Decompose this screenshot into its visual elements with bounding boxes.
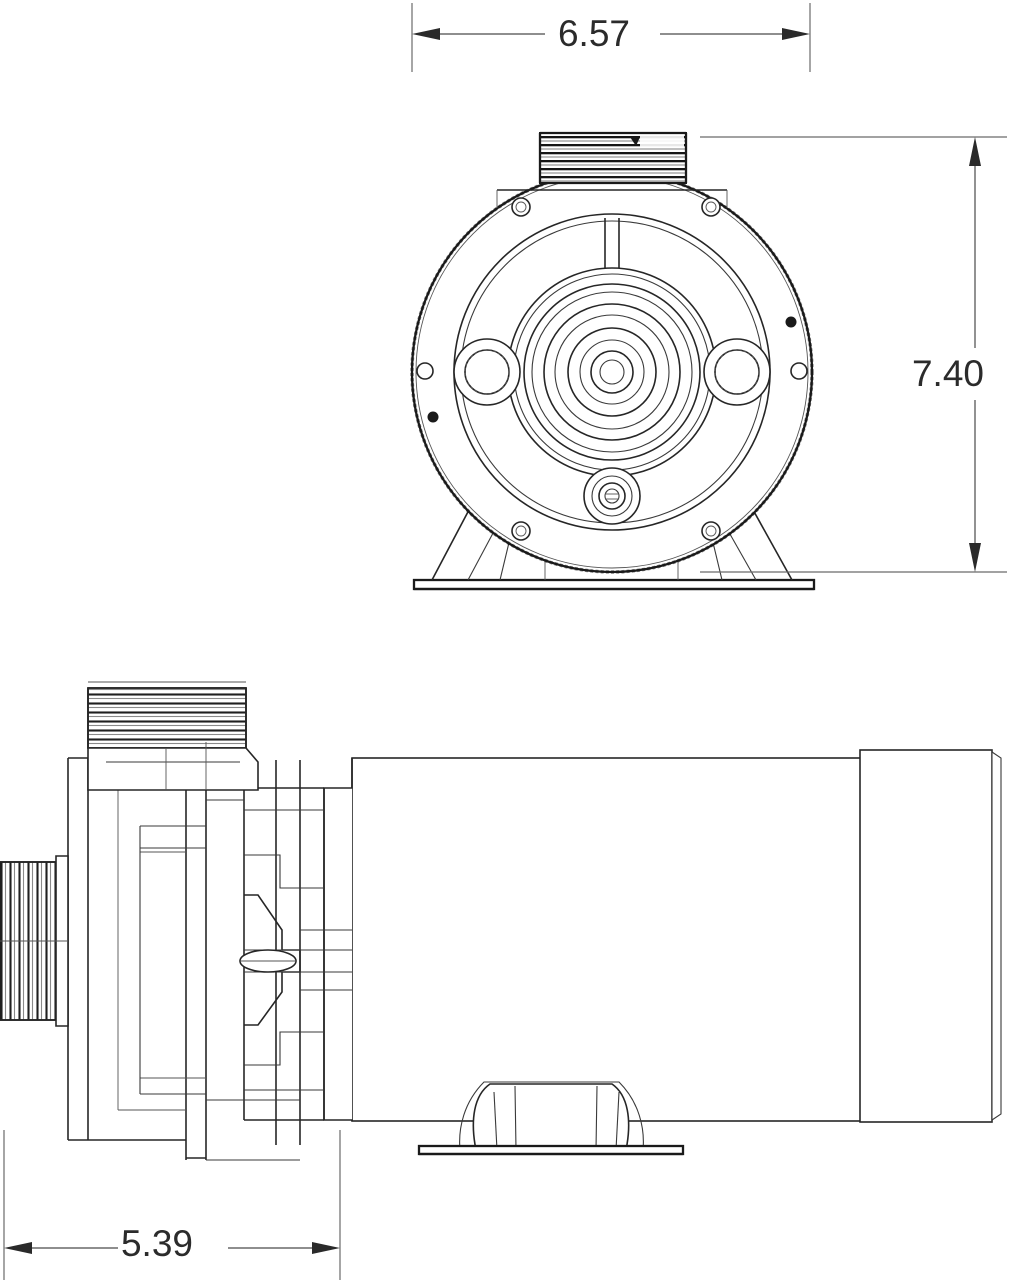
housing-bolt-holes [511,197,721,541]
bottom-drain-boss [583,467,641,525]
dimension-label-width: 6.57 [558,13,630,54]
arrowhead-up-icon [969,137,981,166]
arrowhead-left-icon [4,1242,32,1254]
impeller-diffuser-section [239,854,352,1066]
pump-volute-housing [67,740,353,1161]
right-side-boss [703,338,771,406]
threaded-discharge-port [87,681,259,791]
motor-mounting-foot [417,1081,685,1156]
housing-rim-holes [416,316,808,423]
threaded-top-port [538,131,688,185]
dimension-label-height: 7.40 [912,353,984,394]
motor-rear-end-bell [859,749,1002,1123]
dimension-label-length: 5.39 [121,1223,193,1264]
front-elevation-view [410,131,816,591]
dimension-height-overall: 7.40 [700,136,1007,573]
arrowhead-left-icon [412,28,440,40]
arrowhead-right-icon [782,28,810,40]
side-elevation-view [0,681,1002,1161]
threaded-suction-port [0,855,69,1027]
dimension-width-overall: 6.57 [411,3,811,72]
left-side-boss [453,338,521,406]
front-base-plate [412,578,816,591]
arrowhead-down-icon [969,543,981,572]
motor-shaft-hub [523,283,701,461]
dimension-length-pump-end: 5.39 [3,1130,341,1280]
arrowhead-right-icon [312,1242,340,1254]
motor-body [351,757,863,1122]
housing-top-flat [496,189,728,208]
